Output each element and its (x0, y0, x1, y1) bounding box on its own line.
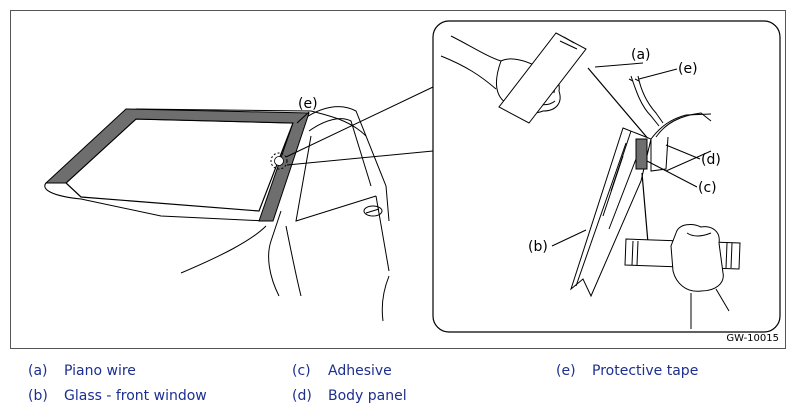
detail-leader-bottom (286, 150, 434, 166)
legend-item-c: (c) Adhesive (292, 363, 392, 379)
callout-e-car: (e) (298, 96, 318, 112)
legend-item-e: (e) Protective tape (556, 363, 698, 379)
legend-key: (c) (292, 363, 311, 379)
adhesive-block (635, 138, 648, 170)
callout-c: (c) (698, 180, 717, 196)
detail-illustration (440, 32, 741, 329)
detail-box (432, 20, 781, 333)
lower-fist (670, 224, 724, 292)
protective-tape-detail (628, 75, 664, 127)
legend-label: Glass - front window (64, 388, 207, 404)
figure-frame: (e) (10, 10, 786, 349)
detail-callouts: (a) (e) (d) (c) (b) (528, 47, 721, 255)
callout-e-detail: (e) (678, 61, 698, 77)
windshield-removal-illustration: (e) (44, 20, 781, 333)
legend-key: (e) (556, 363, 576, 379)
detail-marker-circle (270, 152, 288, 170)
legend-label: Body panel (328, 388, 407, 404)
body-panel (650, 112, 712, 172)
legend-item-d: (d) Body panel (292, 388, 407, 404)
legend-key: (d) (292, 388, 312, 404)
legend-key: (b) (28, 388, 48, 404)
legend-label: Piano wire (64, 363, 136, 379)
detail-leader-top (285, 86, 434, 158)
callout-a: (a) (631, 47, 651, 63)
piano-wire-lower (641, 172, 649, 244)
figure-legend: (a) Piano wire (b) Glass - front window (c… (0, 360, 796, 414)
legend-key: (a) (28, 363, 48, 379)
callout-b: (b) (528, 239, 548, 255)
figure-code: GW-10015 (726, 333, 779, 344)
legend-item-b: (b) Glass - front window (28, 388, 207, 404)
protective-tape-car (44, 108, 310, 222)
piano-wire-upper (587, 67, 651, 142)
upper-wire-handle (498, 32, 587, 124)
callout-d: (d) (701, 152, 721, 168)
legend-label: Adhesive (328, 363, 392, 379)
legend-label: Protective tape (592, 363, 699, 379)
legend-item-a: (a) Piano wire (28, 363, 136, 379)
